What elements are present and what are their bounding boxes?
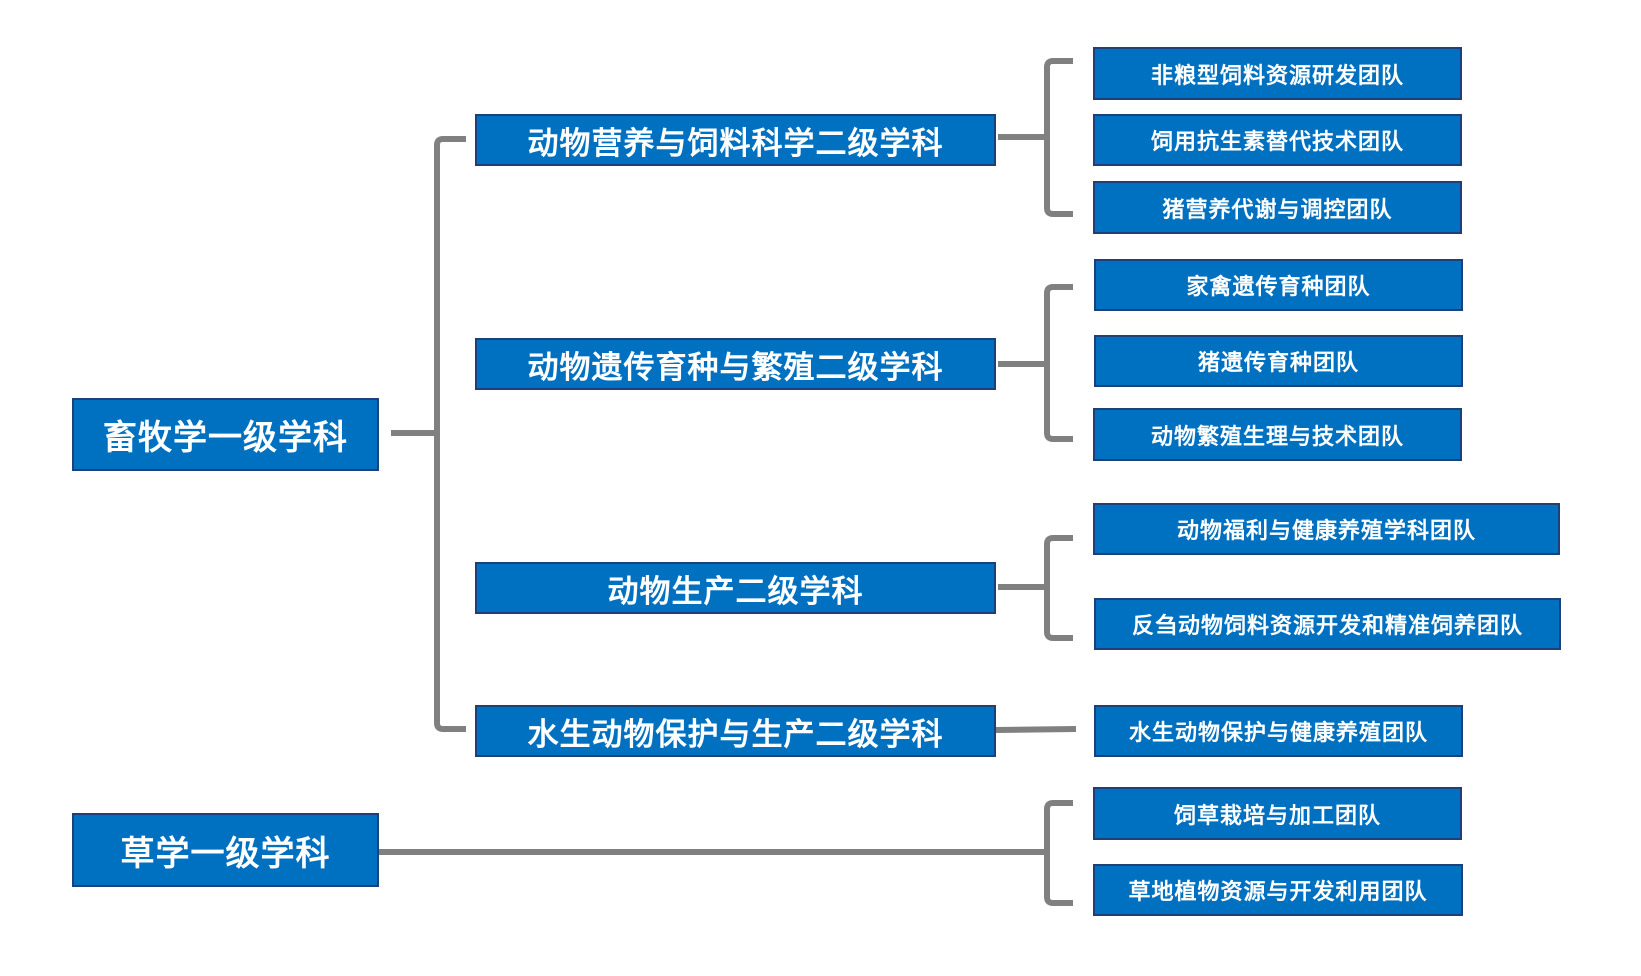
secondary-label: 动物生产二级学科: [607, 573, 864, 610]
team-box: 饲草栽培与加工团队: [1093, 787, 1462, 840]
secondary-nutrition: 动物营养与饲料科学二级学科: [475, 114, 996, 166]
team-label: 非粮型饲料资源研发团队: [1150, 63, 1404, 89]
primary-grass-science: 草学一级学科: [72, 813, 379, 887]
bracket-production: [998, 535, 1073, 641]
team-box: 家禽遗传育种团队: [1094, 259, 1463, 311]
bracket-genetics: [998, 284, 1073, 442]
secondary-aquatic: 水生动物保护与生产二级学科: [475, 705, 996, 757]
team-label: 水生动物保护与健康养殖团队: [1128, 721, 1428, 746]
team-box: 动物繁殖生理与技术团队: [1093, 408, 1462, 461]
team-label: 反刍动物饲料资源开发和精准饲养团队: [1131, 614, 1523, 639]
team-label: 猪营养代谢与调控团队: [1162, 197, 1393, 223]
team-label: 饲用抗生素替代技术团队: [1150, 130, 1404, 155]
team-box: 饲用抗生素替代技术团队: [1093, 114, 1462, 166]
team-box: 猪营养代谢与调控团队: [1093, 181, 1462, 234]
team-box: 动物福利与健康养殖学科团队: [1093, 503, 1560, 555]
bracket-animal-science: [391, 136, 466, 732]
secondary-production: 动物生产二级学科: [475, 562, 996, 614]
secondary-label: 动物遗传育种与繁殖二级学科: [527, 349, 944, 386]
secondary-genetics: 动物遗传育种与繁殖二级学科: [475, 338, 996, 390]
team-label: 猪遗传育种团队: [1197, 351, 1359, 376]
secondary-label: 动物营养与饲料科学二级学科: [527, 125, 944, 162]
secondary-label: 水生动物保护与生产二级学科: [527, 716, 944, 753]
team-box: 非粮型饲料资源研发团队: [1093, 47, 1462, 100]
bracket-grass: [379, 800, 1073, 906]
team-label: 草地植物资源与开发利用团队: [1128, 880, 1428, 905]
team-box: 草地植物资源与开发利用团队: [1093, 864, 1463, 916]
team-box: 反刍动物饲料资源开发和精准饲养团队: [1094, 598, 1561, 650]
team-label: 家禽遗传育种团队: [1186, 275, 1371, 300]
team-box: 水生动物保护与健康养殖团队: [1094, 705, 1463, 757]
primary-label: 草学一级学科: [120, 833, 331, 874]
connector-aquatic: [995, 726, 1077, 733]
team-label: 动物福利与健康养殖学科团队: [1176, 519, 1476, 544]
primary-label: 畜牧学一级学科: [103, 418, 348, 458]
team-label: 动物繁殖生理与技术团队: [1150, 424, 1404, 450]
team-label: 饲草栽培与加工团队: [1173, 803, 1381, 829]
team-box: 猪遗传育种团队: [1094, 335, 1463, 387]
bracket-nutrition: [998, 58, 1073, 217]
primary-animal-science: 畜牧学一级学科: [72, 398, 379, 471]
